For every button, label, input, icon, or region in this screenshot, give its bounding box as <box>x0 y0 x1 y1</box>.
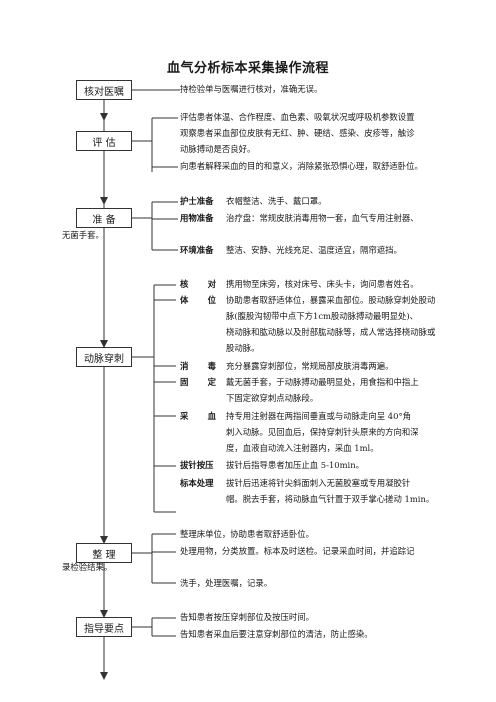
fix-key: 固 定 <box>180 377 216 387</box>
disinfect-key: 消 毒 <box>180 361 216 371</box>
position-line-1: 协助患者取舒适体位，暴露采血部位。股动脉穿刺处股动 <box>226 295 436 305</box>
draw-line-2: 刺入动脉。见回血后，保持穿刺针头原来的方向和深 <box>226 427 419 437</box>
env-prep-key: 环境准备 <box>180 245 214 255</box>
items-prep-cont: 无菌手套。 <box>62 230 104 240</box>
guide-line-2: 告知患者采血后要注意穿刺部位的清洁，防止感染。 <box>180 629 373 639</box>
step-box-puncture: 动脉穿刺 <box>76 347 132 367</box>
draw-key: 采 血 <box>180 411 216 421</box>
tidy-line-2: 处理用物，分类放置。标本及时送检。记录采血时间，并追踪记 <box>180 546 415 556</box>
tidy-line-2-cont: 录检验结果。 <box>62 562 113 572</box>
sample-key: 标本处理 <box>180 478 214 488</box>
fix-line-1: 戴无菌手套，于动脉搏动最明显处，用食指和中指上 <box>226 377 419 387</box>
position-key: 体 位 <box>180 295 216 305</box>
step-box-guide: 指导要点 <box>76 617 132 637</box>
position-line-4: 股动脉。 <box>226 343 260 353</box>
step-box-tidy: 整 理 <box>76 543 132 563</box>
step-box-check-order: 核对医嘱 <box>76 80 132 100</box>
verify-text: 携用物至床旁，核对床号、床头卡，询问患者姓名。 <box>226 279 419 289</box>
assess-explain: 向患者解释采血的目的和意义，消除紧张恐惧心理，取舒适卧位。 <box>180 161 423 171</box>
verify-key: 核 对 <box>180 279 216 289</box>
draw-line-1: 持专用注射器在两指间垂直或与动脉走向呈 40°角 <box>226 411 412 421</box>
draw-line-3: 度，血液自动流入注射器内，采血 1ml。 <box>226 443 379 453</box>
disinfect-text: 充分暴露穿刺部位，常规局部皮肤消毒两遍。 <box>226 361 394 371</box>
position-line-2: 脉(腹股沟韧带中点下方1cm股动脉搏动最明显处)、 <box>226 311 418 321</box>
assess-line-2: 观察患者采血部位皮肤有无红、肿、硬结、感染、皮疹等，触诊 <box>180 128 415 138</box>
nurse-prep-text: 衣帽整洁、洗手、戴口罩。 <box>226 196 327 206</box>
tidy-line-3: 洗手，处理医嘱，记录。 <box>180 578 273 588</box>
env-prep-text: 整洁、安静、光线充足、温度适宜，隔帘遮挡。 <box>226 245 402 255</box>
step-box-prepare: 准 备 <box>76 208 132 228</box>
guide-line-1: 告知患者按压穿刺部位及按压时间。 <box>180 612 314 622</box>
items-prep-text: 治疗盘：常规皮肤消毒用物一套，血气专用注射器、 <box>226 213 419 223</box>
tidy-line-1: 整理床单位，协助患者取舒适卧位。 <box>180 529 314 539</box>
press-key: 拔针按压 <box>180 460 214 470</box>
sample-line-2: 帽。脱去手套，将动脉血气针置于双手掌心搓动 1min。 <box>226 494 435 504</box>
check-order-text: 持检验单与医嘱进行核对，准确无误。 <box>180 84 323 94</box>
press-text: 拔针后指导患者加压止血 5-10min。 <box>226 460 364 470</box>
items-prep-key: 用物准备 <box>180 213 214 223</box>
step-box-assess: 评 估 <box>76 131 132 151</box>
fix-line-2: 下固定欲穿刺点动脉段。 <box>226 393 319 403</box>
page-title: 血气分析标本采集操作流程 <box>166 61 329 76</box>
assess-line-1: 评估患者体温、合作程度、血色素、吸氧状况或呼吸机参数设置 <box>180 112 415 122</box>
nurse-prep-key: 护士准备 <box>180 196 214 206</box>
sample-line-1: 拔针后迅速将针尖斜面刺入无菌胶塞或专用凝胶针 <box>226 478 411 488</box>
position-line-3: 桡动脉和肱动脉以及肘部肱动脉等，成人常选择桡动脉或 <box>226 327 436 337</box>
assess-line-3: 动脉搏动是否良好。 <box>180 144 256 154</box>
